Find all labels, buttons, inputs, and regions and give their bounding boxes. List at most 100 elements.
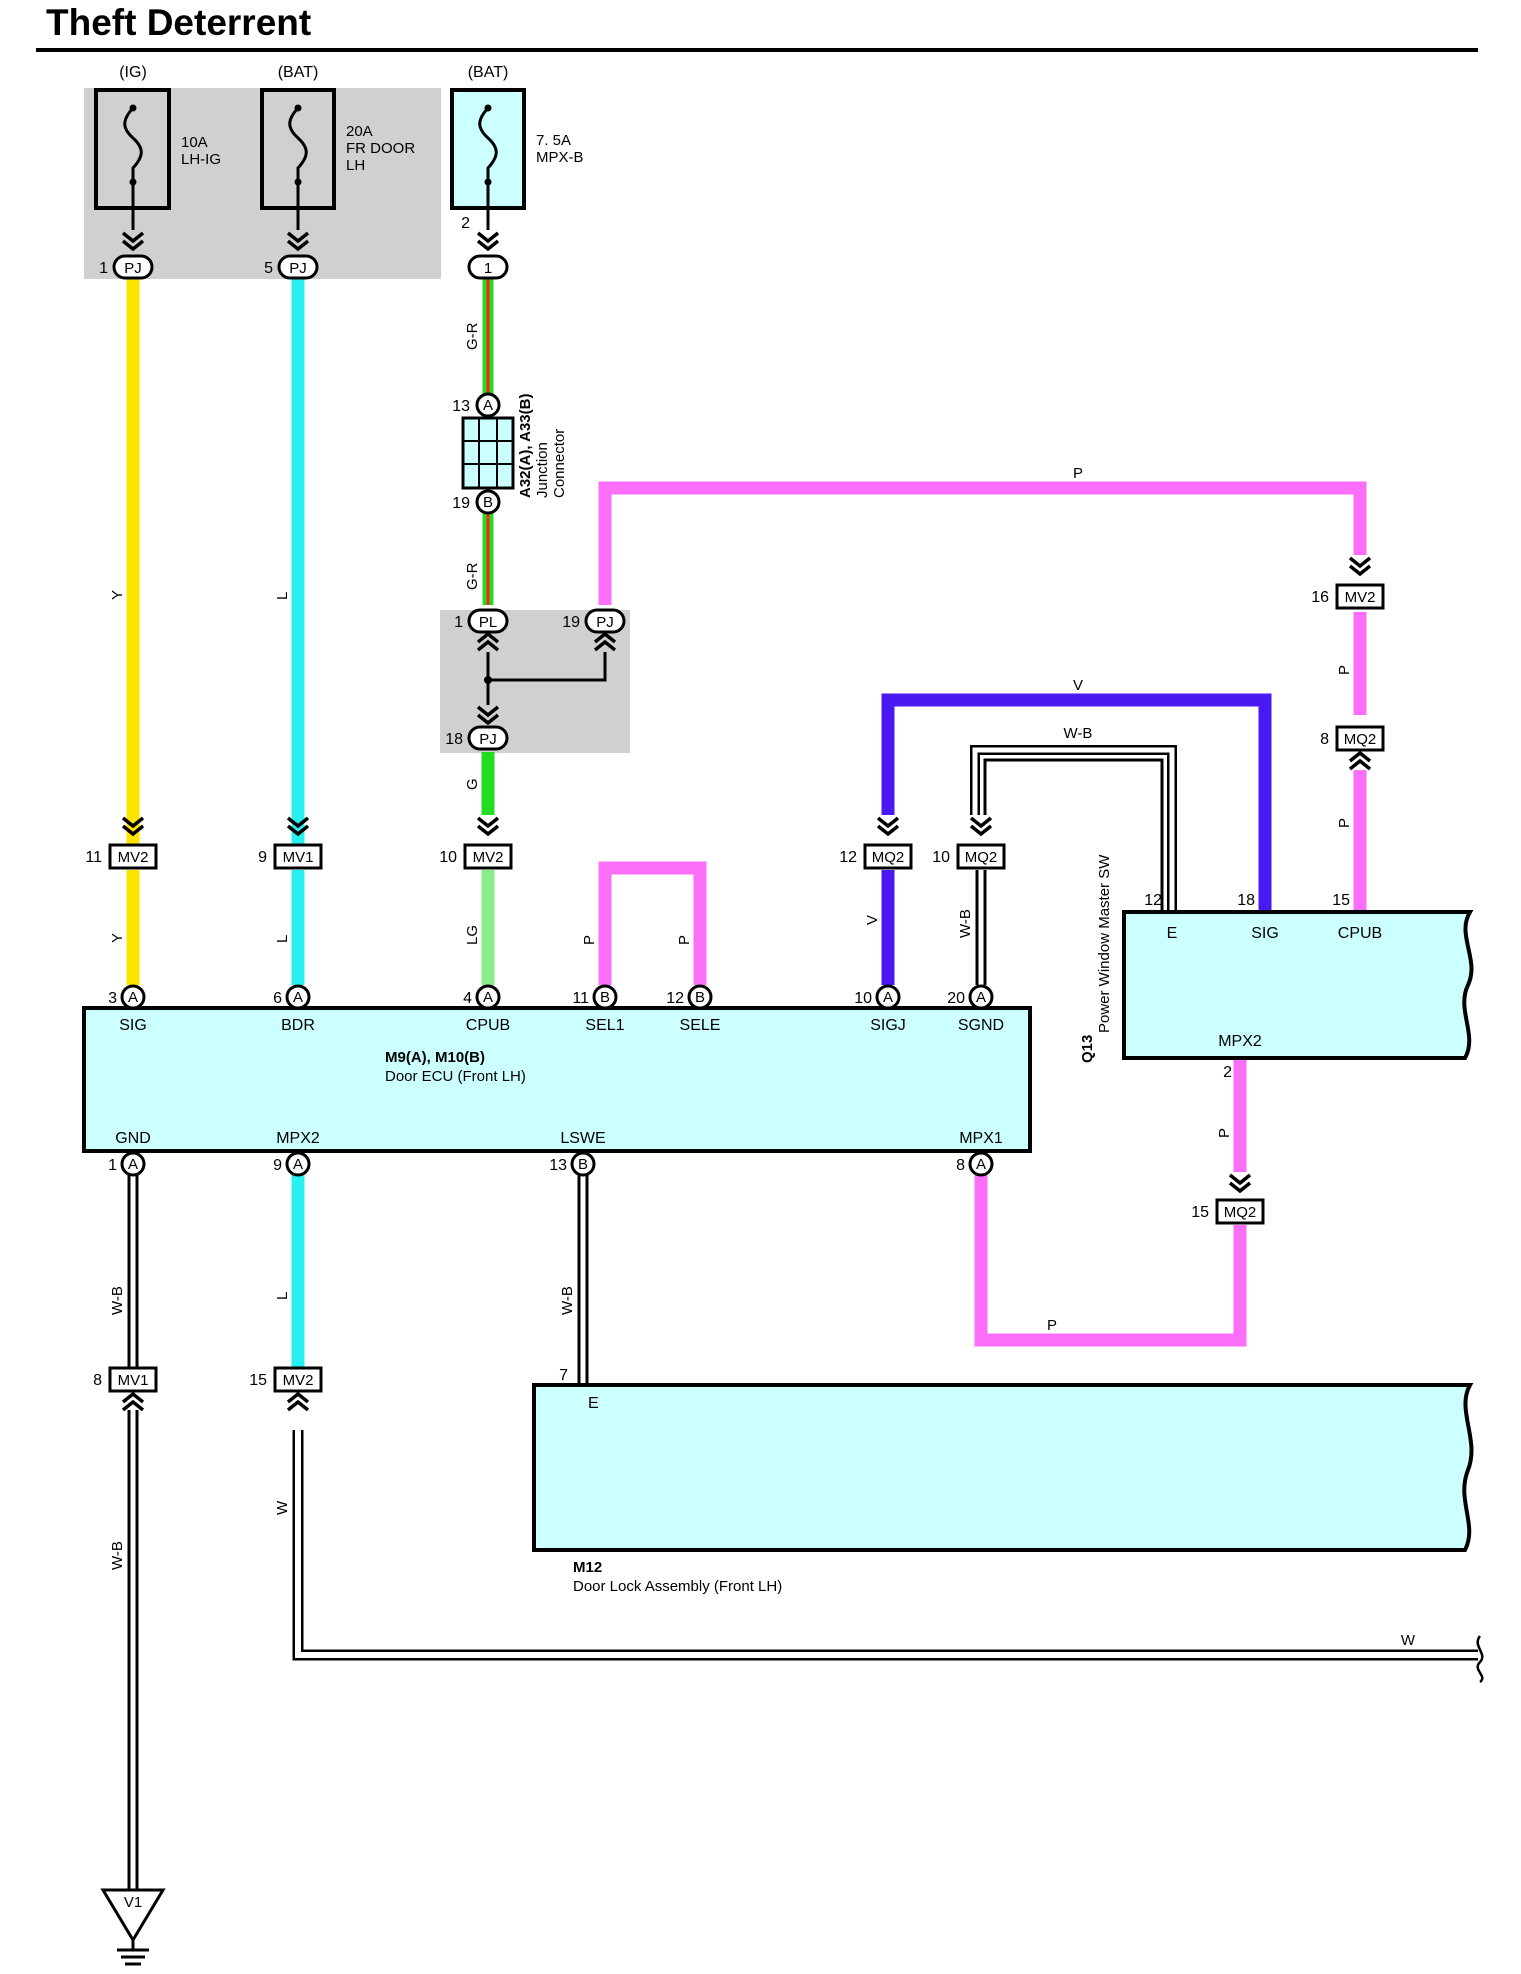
- connector-label: PJ: [124, 260, 142, 277]
- connector-label: 1: [484, 260, 492, 277]
- pin-number: 11: [85, 849, 102, 866]
- fuse-rating: 10A: [181, 134, 208, 151]
- pin-number: 12: [666, 990, 684, 1007]
- pin-number: 3: [108, 990, 117, 1007]
- connector-letter: A: [128, 1156, 138, 1173]
- connector-letter: A: [976, 1156, 986, 1173]
- connector-letter: A: [883, 989, 893, 1006]
- wire-label: P: [1216, 1128, 1233, 1138]
- connector-letter: A: [483, 989, 493, 1006]
- wire-v: [881, 693, 1272, 912]
- fuse-source: (BAT): [278, 64, 319, 81]
- pin-number: 12: [1144, 892, 1162, 909]
- pin-label: MPX1: [959, 1130, 1003, 1147]
- inline-connector-mv2-11: MV2 11: [85, 816, 158, 870]
- connector-letter: A: [483, 397, 493, 414]
- pin-number: 19: [562, 614, 580, 631]
- fuse-source: (BAT): [468, 64, 509, 81]
- wire-label: Y: [109, 933, 126, 943]
- wire-label: Y: [109, 590, 126, 600]
- ground-label: V1: [124, 1894, 142, 1911]
- wire-label: V: [864, 915, 881, 925]
- pin-number: 12: [839, 849, 857, 866]
- connector-label: PJ: [479, 731, 497, 748]
- connector-label: MQ2: [965, 849, 998, 866]
- pin-label: SGND: [958, 1017, 1004, 1034]
- connector-letter: B: [483, 494, 493, 511]
- wire-label: L: [274, 592, 291, 600]
- component-name: Connector: [551, 429, 568, 498]
- connector-label: MV2: [473, 849, 504, 866]
- component-id: M12: [573, 1559, 602, 1576]
- wire-label: V: [1073, 677, 1083, 694]
- pin-label: SELE: [680, 1017, 721, 1034]
- component-name: Door ECU (Front LH): [385, 1068, 526, 1085]
- fuse-name-2: LH: [346, 157, 365, 174]
- fuse-fr-door-lh: (BAT) 20A FR DOOR LH: [260, 64, 415, 210]
- wire-label: W-B: [559, 1286, 576, 1315]
- wire-p-top: [598, 481, 1367, 605]
- fuse-rating: 20A: [346, 123, 373, 140]
- inline-connector-mv2-10: MV2 10: [439, 816, 513, 870]
- fuse-name: MPX-B: [536, 149, 584, 166]
- pin-number: 13: [549, 1157, 567, 1174]
- inline-connector-mv1-9: MV1 9: [258, 816, 323, 870]
- pin-number: 15: [1332, 892, 1350, 909]
- wire-p-sel: [598, 861, 707, 985]
- component-name: Power Window Master SW: [1096, 854, 1113, 1033]
- ground-v1: V1: [100, 1888, 166, 1966]
- pin-number: 9: [273, 1157, 282, 1174]
- connector-letter: A: [293, 1156, 303, 1173]
- wire-labels: Y Y L L G-R G-R G LG P P P V W-B V W-B P…: [109, 322, 1416, 1649]
- connector-label: PJ: [289, 260, 307, 277]
- pin-number: 8: [956, 1157, 965, 1174]
- wire-label: P: [581, 935, 598, 945]
- pin-number: 1: [108, 1157, 117, 1174]
- pin-label: LSWE: [560, 1130, 605, 1147]
- pin-label: GND: [115, 1130, 151, 1147]
- fuse-name: LH-IG: [181, 151, 221, 168]
- wire-label: P: [1047, 1317, 1057, 1334]
- component-id: M9(A), M10(B): [385, 1049, 485, 1066]
- pin-label: E: [1167, 925, 1178, 942]
- pin-number: 10: [439, 849, 457, 866]
- wire-w-b-sgnd: [970, 745, 1177, 985]
- wire-label: P: [1073, 465, 1083, 482]
- inline-connector-mq2-8: MQ2 8: [1320, 725, 1385, 771]
- wire-label: L: [274, 1292, 291, 1300]
- component-name: Door Lock Assembly (Front LH): [573, 1578, 782, 1595]
- pin-label: E: [588, 1395, 599, 1412]
- pin-label: MPX2: [276, 1130, 320, 1147]
- wire-w: [292, 1430, 1484, 1683]
- connector-1: 1: [467, 254, 509, 280]
- connector-label: PJ: [596, 614, 614, 631]
- connector-letter: A: [976, 989, 986, 1006]
- wire-label: P: [676, 935, 693, 945]
- wire-p-mpx1: [974, 1175, 1247, 1347]
- pin-label: SEL1: [585, 1017, 624, 1034]
- connector-letter: A: [293, 989, 303, 1006]
- pin-number: 1: [99, 260, 108, 277]
- pin-label: SIG: [119, 1017, 147, 1034]
- connector-label: MQ2: [1344, 731, 1377, 748]
- connector-letter: B: [578, 1156, 588, 1173]
- wire-label: W-B: [957, 909, 974, 938]
- pin-number: 9: [258, 849, 267, 866]
- fuse-rating: 7. 5A: [536, 132, 571, 149]
- fuse-mpx-b: (BAT) 7. 5A MPX-B: [450, 64, 584, 210]
- pin-number: 8: [93, 1372, 102, 1389]
- component-name: Junction: [534, 442, 551, 498]
- wire-label: W-B: [109, 1286, 126, 1315]
- connector-label: MV2: [283, 1372, 314, 1389]
- wire-label: L: [274, 935, 291, 943]
- pin-number: 20: [947, 990, 965, 1007]
- wire-label: G-R: [464, 562, 481, 590]
